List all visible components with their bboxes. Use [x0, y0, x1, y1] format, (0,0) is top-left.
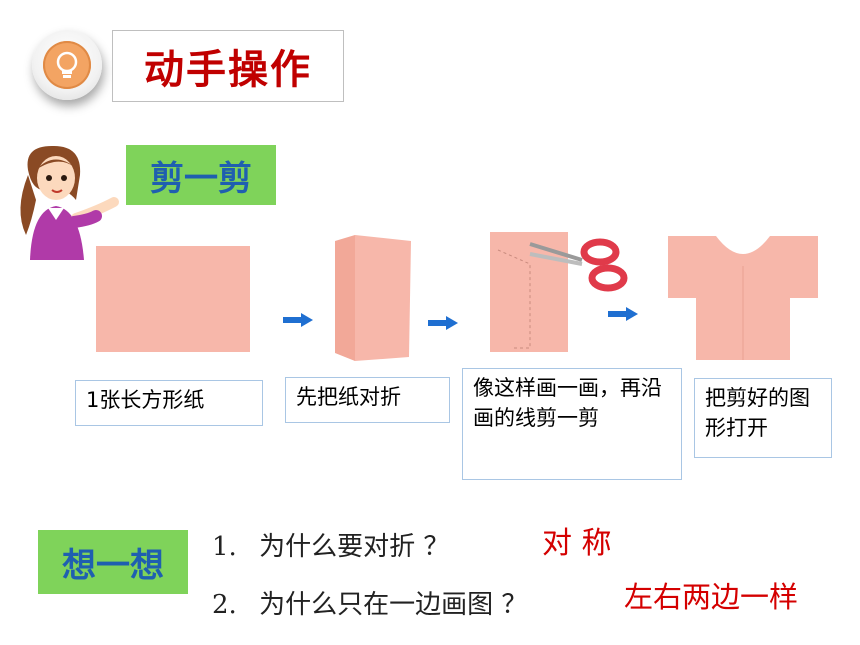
lightbulb-icon [43, 41, 91, 89]
page-title: 动手操作 [112, 30, 344, 102]
arrow-right-icon [428, 316, 458, 330]
answer-2: 左右两边一样 [624, 580, 799, 614]
teacher-illustration [14, 140, 124, 260]
answer-1: 对 称 [542, 526, 612, 561]
question-2: 2. 为什么只在一边画图 ？ [212, 584, 527, 621]
step-2-caption: 先把纸对折 [285, 377, 450, 423]
section-label-think: 想一想 [38, 530, 188, 594]
paper-rectangle [96, 246, 250, 352]
paper-folded [333, 233, 413, 363]
scissors-icon [529, 238, 628, 292]
question-text: 为什么要对折 ？ [259, 532, 450, 562]
step-3-caption: 像这样画一画，再沿画的线剪一剪 [462, 368, 682, 480]
lightbulb-badge [32, 30, 102, 100]
step-4-caption: 把剪好的图形打开 [694, 378, 832, 458]
section-label-cut: 剪一剪 [126, 145, 276, 205]
arrow-right-icon [283, 313, 313, 327]
step-1-caption: 1张长方形纸 [75, 380, 263, 426]
question-number: 1. [212, 532, 237, 562]
question-number: 2. [212, 590, 237, 620]
arrow-right-icon [608, 307, 638, 321]
paper-shirt-shape [668, 232, 818, 362]
question-text: 为什么只在一边画图 ？ [259, 590, 528, 620]
paper-drawn-outline [490, 230, 635, 355]
question-1: 1. 为什么要对折 ？ [212, 526, 449, 563]
